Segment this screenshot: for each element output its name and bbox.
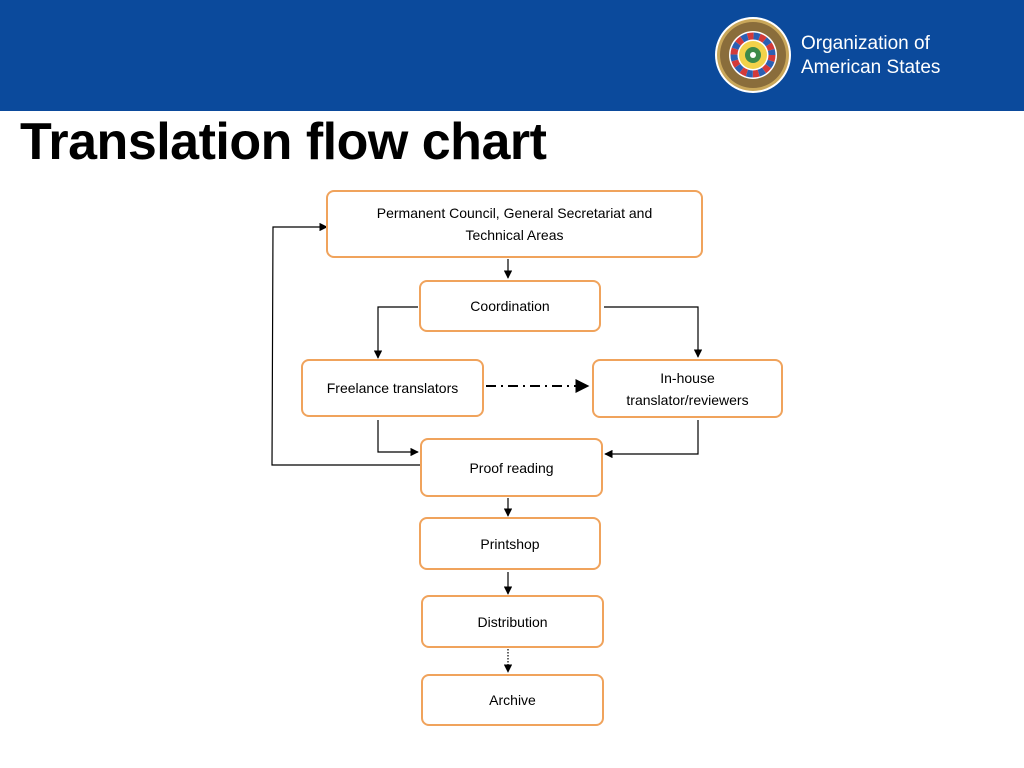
node-inhouse-line2: translator/reviewers	[626, 391, 749, 408]
page-title: Translation flow chart	[20, 113, 547, 171]
organization-name-line1: Organization of	[801, 33, 930, 54]
node-proof-reading-label: Proof reading	[469, 459, 554, 476]
node-coordination: Coordination	[419, 280, 601, 332]
header-banner	[0, 0, 1024, 111]
node-distribution: Distribution	[421, 595, 604, 648]
node-inhouse-translators: In-house translator/reviewers	[592, 359, 783, 418]
oas-seal-icon	[715, 17, 791, 93]
node-permanent-council-line2: Technical Areas	[465, 227, 564, 243]
node-distribution-label: Distribution	[477, 613, 548, 630]
node-proof-reading: Proof reading	[420, 438, 603, 497]
node-coordination-label: Coordination	[470, 298, 550, 314]
edge-inhouse-to-proofreading	[604, 420, 699, 459]
node-inhouse-line1: In-house	[660, 369, 715, 386]
node-freelance-translators-label: Freelance translators	[326, 380, 459, 396]
edge-freelance-to-proofreading	[377, 420, 419, 457]
node-archive-label: Archive	[489, 692, 536, 708]
node-printshop: Printshop	[419, 517, 601, 570]
node-permanent-council: Permanent Council, General Secretariat a…	[326, 190, 703, 258]
edge-coordination-to-freelance	[373, 306, 418, 359]
node-permanent-council-line1: Permanent Council, General Secretariat a…	[376, 205, 653, 221]
node-archive: Archive	[421, 674, 604, 726]
edge-coordination-to-inhouse	[604, 306, 703, 358]
node-freelance-translators: Freelance translators	[301, 359, 484, 417]
organization-name: Organization of American States	[801, 32, 1001, 80]
node-printshop-label: Printshop	[480, 535, 540, 552]
organization-name-line2: American States	[801, 57, 941, 78]
edge-proofreading-to-council	[271, 222, 420, 466]
